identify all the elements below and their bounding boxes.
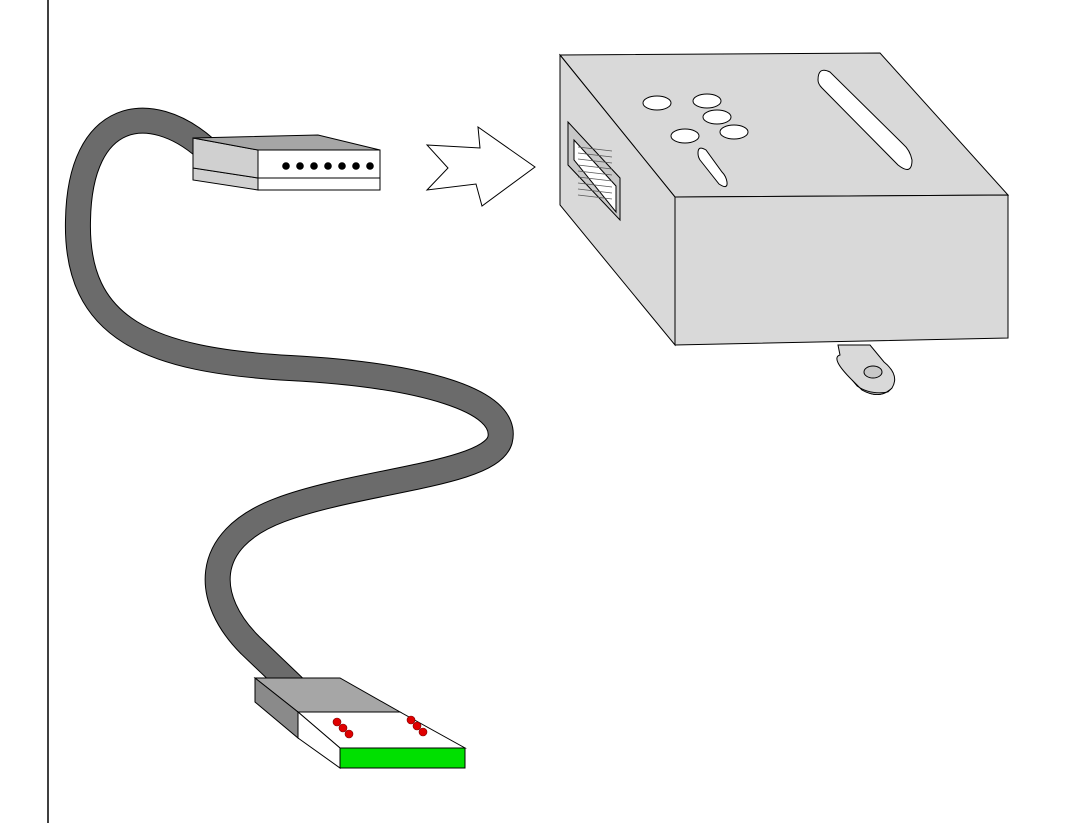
port-pin-line [577,176,613,182]
usb-pin [418,727,428,737]
connector-pin [366,162,374,170]
box-hole [692,93,722,109]
port-pin-line [577,164,613,170]
box-top-slot-short [697,147,728,188]
port-pin-line [577,188,613,194]
port-pin-line [577,152,613,158]
mounting-tab-icon [836,344,896,395]
connector-pin [282,162,290,170]
box-hole [702,109,732,125]
connector-pin [296,162,304,170]
box-hole [719,124,749,140]
enclosure-box-icon [558,52,1010,395]
cable-icon [64,107,514,698]
port-pin-line [577,194,613,200]
usb-pin [332,717,342,727]
port-pin-line [577,182,613,188]
box-port [567,120,621,222]
multi-pin-connector-icon [192,134,381,191]
box-top-holes [642,93,749,144]
usb-pin [412,721,422,731]
connector-pin [310,162,318,170]
box-hole [670,128,700,144]
connector-pin [352,162,360,170]
port-pin-lines [577,146,613,200]
usb-pin [344,729,354,739]
port-pin-line [577,158,613,164]
arrow-icon [425,125,536,207]
usb-pin [338,723,348,733]
port-pin-line [577,146,613,152]
connector-pin [324,162,332,170]
box-hole [642,95,672,111]
box-top-slot-long [817,69,913,170]
usb-pin [406,715,416,725]
connector-pins [282,162,374,170]
connector-pin [338,162,346,170]
port-pin-line [577,170,613,176]
usb-connector-icon [253,676,467,769]
usb-pins [332,715,428,739]
